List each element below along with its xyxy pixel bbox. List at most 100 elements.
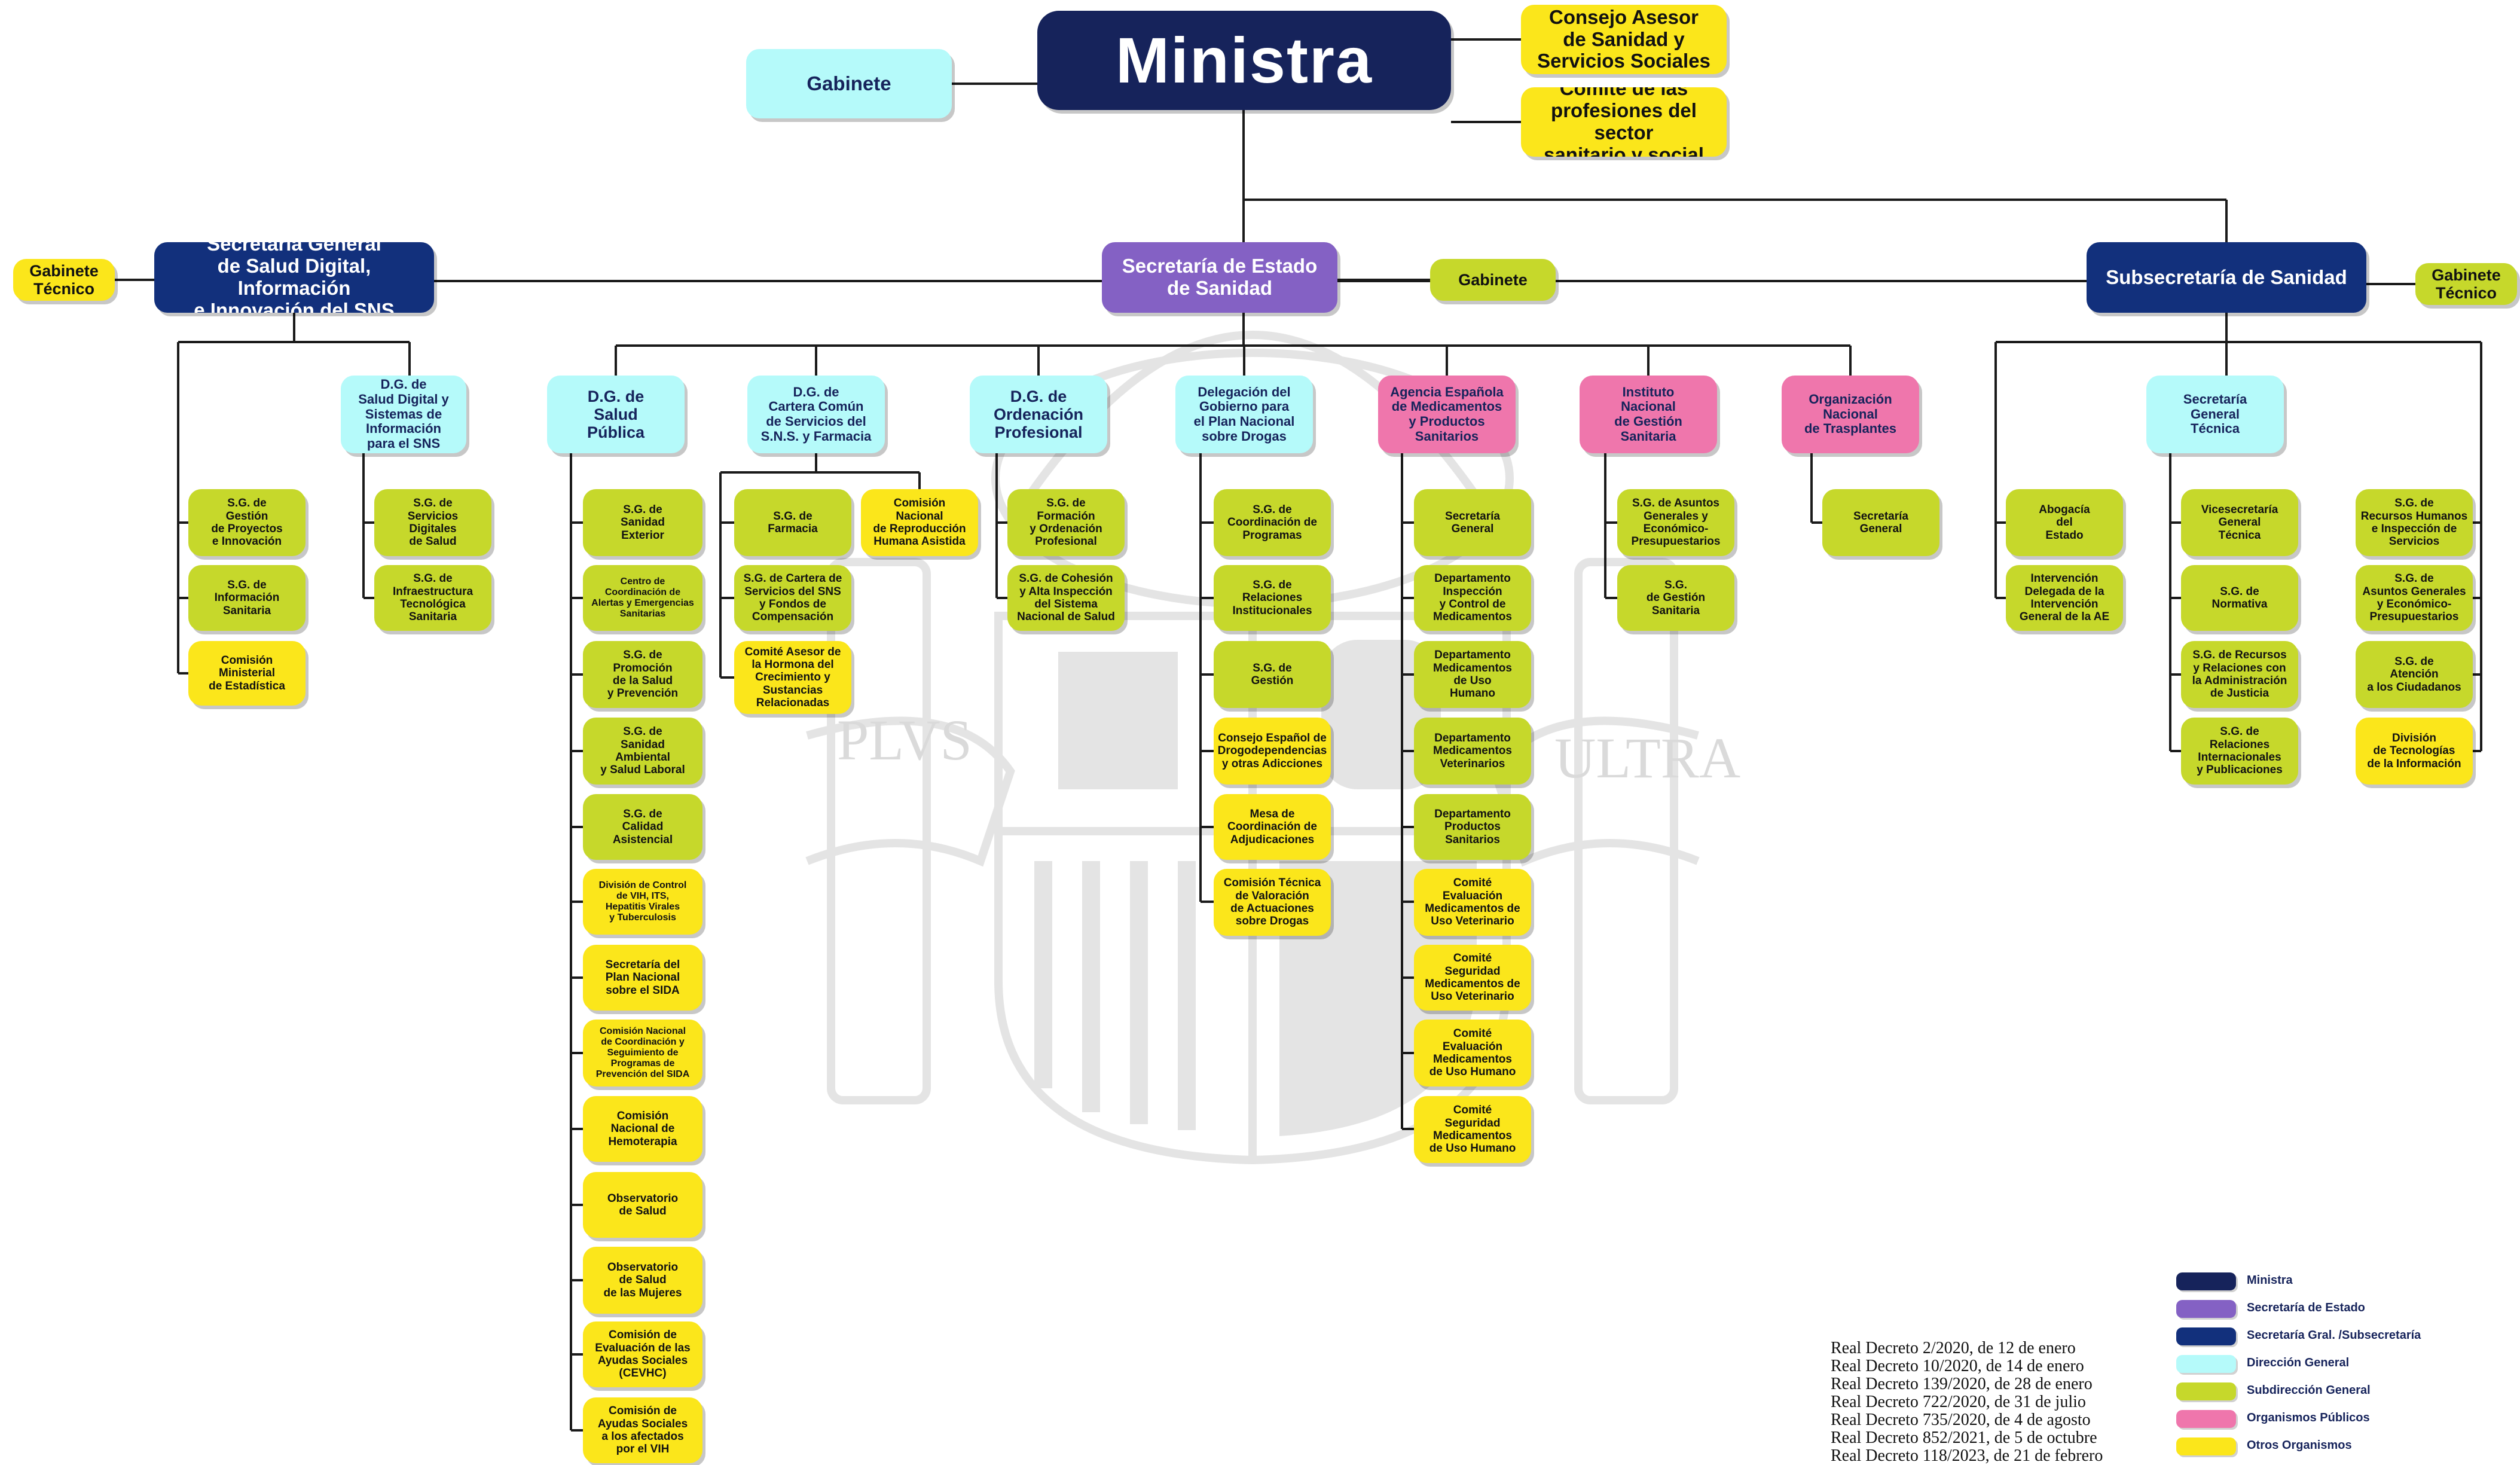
legend-swatch (2176, 1410, 2236, 1428)
legend-label: Organismos Públicos (2247, 1411, 2370, 1424)
legend-label: Otros Organismos (2247, 1439, 2352, 1452)
org-node-sp-obs-mujeres: Observatorio de Salud de las Mujeres (583, 1247, 702, 1314)
legend-label: Dirección General (2247, 1356, 2350, 1369)
org-node-sg-digital: Secretaría General de Salud Digital, Inf… (154, 242, 434, 313)
org-node-sub-vicesec: Vicesecretaría General Técnica (2181, 489, 2298, 556)
org-node-gab-tec-sub: Gabinete Técnico (2415, 263, 2517, 305)
org-node-dg-salud-pub: D.G. de Salud Pública (547, 376, 685, 453)
org-node-sp-ambiental: S.G. de Sanidad Ambiental y Salud Labora… (583, 718, 702, 785)
org-node-deleg-drogas: Delegación del Gobierno para el Plan Nac… (1175, 376, 1313, 453)
legend-item: Organismos Públicos (2176, 1405, 2463, 1433)
pillar-left (827, 558, 931, 1104)
decree-line: Real Decreto 139/2020, de 28 de enero (1831, 1375, 2093, 1393)
org-node-dr-relaciones: S.G. de Relaciones Institucionales (1214, 565, 1331, 631)
org-node-sp-hemoterapia: Comisión Nacional de Hemoterapia (583, 1096, 702, 1162)
org-node-aemps: Agencia Española de Medicamentos y Produ… (1378, 376, 1516, 453)
org-node-sp-ayudas-vih: Comisión de Ayudas Sociales a los afecta… (583, 1397, 702, 1463)
org-node-dr-mesa: Mesa de Coordinación de Adjudicaciones (1214, 794, 1331, 860)
bars-stripe (1082, 861, 1100, 1112)
legend-label: Secretaría Gral. /Subsecretaría (2247, 1329, 2421, 1342)
org-node-gabinete-min: Gabinete (746, 49, 952, 118)
legend-item: Subdirección General (2176, 1378, 2463, 1405)
org-node-sub-sgt: Secretaría General Técnica (2146, 376, 2284, 453)
org-node-sg-info-sanit: S.G. de Información Sanitaria (188, 565, 306, 631)
org-node-ae-ce-hum: Comité Evaluación Medicamentos de Uso Hu… (1414, 1020, 1531, 1086)
org-node-ministra: Ministra (1037, 11, 1451, 110)
org-node-ca-farmacia: S.G. de Farmacia (734, 489, 851, 556)
org-node-sp-com-sida: Comisión Nacional de Coordinación y Segu… (583, 1020, 702, 1086)
bars-stripe (1130, 861, 1148, 1124)
org-node-dg-digital: D.G. de Salud Digital y Sistemas de Info… (341, 376, 466, 453)
org-node-sp-calidad: S.G. de Calidad Asistencial (583, 794, 702, 860)
org-node-sp-vih: División de Control de VIH, ITS, Hepatit… (583, 869, 702, 935)
org-node-sp-cevhc: Comisión de Evaluación de las Ayudas Soc… (583, 1321, 702, 1387)
org-node-ingesa: Instituto Nacional de Gestión Sanitaria (1580, 376, 1717, 453)
legend-item: Secretaría de Estado (2176, 1295, 2463, 1323)
legend: Ministra Secretaría de Estado Secretaría… (2176, 1268, 2463, 1460)
org-node-gabinete-se: Gabinete (1430, 259, 1556, 301)
org-node-sub-asuntos: S.G. de Asuntos Generales y Económico- P… (2356, 565, 2473, 631)
org-node-comite-profesiones: Comité de las profesiones del sector san… (1521, 87, 1727, 157)
org-node-sub-rrhh: S.G. de Recursos Humanos e Inspección de… (2356, 489, 2473, 556)
ribbon-left (805, 716, 1015, 867)
org-node-com-min-estad: Comisión Ministerial de Estadística (188, 641, 306, 706)
legend-label: Subdirección General (2247, 1384, 2371, 1397)
decree-list: Real Decreto 2/2020, de 12 de enero Real… (1831, 1339, 2154, 1465)
decree-line: Real Decreto 722/2020, de 31 de julio (1831, 1393, 2086, 1411)
org-node-sp-promocion: S.G. de Promoción de la Salud y Prevenci… (583, 641, 702, 708)
legend-swatch (2176, 1327, 2236, 1345)
legend-item: Otros Organismos (2176, 1433, 2463, 1460)
org-node-sub-recursos: S.G. de Recursos y Relaciones con la Adm… (2181, 641, 2298, 708)
org-node-gab-tec-sg: Gabinete Técnico (13, 259, 115, 301)
org-node-ae-cs-vet: Comité Seguridad Medicamentos de Uso Vet… (1414, 945, 1531, 1011)
org-node-subsecretaria: Subsecretaría de Sanidad (2087, 242, 2366, 313)
decree-line: Real Decreto 118/2023, de 21 de febrero (1831, 1446, 2103, 1465)
org-node-sub-atencion: S.G. de Atención a los Ciudadanos (2356, 641, 2473, 708)
legend-label: Secretaría de Estado (2247, 1301, 2365, 1314)
org-node-sp-sida: Secretaría del Plan Nacional sobre el SI… (583, 945, 702, 1011)
org-node-sg-gestion-proy: S.G. de Gestión de Proyectos e Innovació… (188, 489, 306, 556)
org-node-ca-cartera: S.G. de Cartera de Servicios del SNS y F… (734, 565, 851, 631)
org-node-ont-secretaria: Secretaría General (1822, 489, 1939, 556)
org-node-sub-div-tec: División de Tecnologías de la Informació… (2356, 718, 2473, 785)
decree-line: Real Decreto 735/2020, de 4 de agosto (1831, 1411, 2091, 1429)
org-node-sub-normativa: S.G. de Normativa (2181, 565, 2298, 631)
legend-swatch (2176, 1437, 2236, 1455)
org-node-dr-coord: S.G. de Coordinación de Programas (1214, 489, 1331, 556)
org-node-ae-uso-humano: Departamento Medicamentos de Uso Humano (1414, 641, 1531, 708)
org-node-ae-secretaria: Secretaría General (1414, 489, 1531, 556)
org-node-ont: Organización Nacional de Trasplantes (1782, 376, 1919, 453)
org-node-dr-consejo: Consejo Español de Drogodependencias y o… (1214, 718, 1331, 785)
legend-swatch (2176, 1382, 2236, 1400)
org-node-consejo-asesor: Consejo Asesor de Sanidad y Servicios So… (1521, 5, 1727, 74)
org-node-dg-cartera: D.G. de Cartera Común de Servicios del S… (747, 376, 885, 453)
legend-swatch (2176, 1272, 2236, 1290)
decree-line: Real Decreto 10/2020, de 14 de enero (1831, 1357, 2084, 1375)
org-node-sub-abogacia: Abogacía del Estado (2006, 489, 2123, 556)
decree-line: Real Decreto 852/2021, de 5 de octubre (1831, 1429, 2097, 1447)
pillar-right (1574, 558, 1678, 1104)
org-node-ca-reproduccion: Comisión Nacional de Reproducción Humana… (861, 489, 978, 556)
org-node-or-cohesion: S.G. de Cohesión y Alta Inspección del S… (1007, 565, 1125, 631)
org-node-sg-infra-tec: S.G. de Infraestructura Tecnológica Sani… (374, 565, 491, 631)
org-node-ae-veterinarios: Departamento Medicamentos Veterinarios (1414, 718, 1531, 785)
legend-label: Ministra (2247, 1274, 2293, 1287)
org-node-dr-gestion: S.G. de Gestión (1214, 641, 1331, 708)
legend-item: Dirección General (2176, 1350, 2463, 1378)
motto-left: PLVS (837, 708, 972, 772)
motto-right: ULTRA (1554, 726, 1740, 790)
org-node-sp-sanidad-ext: S.G. de Sanidad Exterior (583, 489, 702, 556)
org-node-or-formacion: S.G. de Formación y Ordenación Profesion… (1007, 489, 1125, 556)
org-node-dg-ordenacion: D.G. de Ordenación Profesional (970, 376, 1107, 453)
org-node-sub-rel-int: S.G. de Relaciones Internacionales y Pub… (2181, 718, 2298, 785)
org-node-sg-serv-dig: S.G. de Servicios Digitales de Salud (374, 489, 491, 556)
castle-tower (1058, 652, 1178, 789)
decree-line: Real Decreto 2/2020, de 12 de enero (1831, 1339, 2076, 1357)
bars-stripe (1178, 861, 1196, 1130)
legend-item: Secretaría Gral. /Subsecretaría (2176, 1323, 2463, 1350)
org-node-ca-hormona: Comité Asesor de la Hormona del Crecimie… (734, 641, 851, 714)
org-node-in-gestion: S.G. de Gestión Sanitaria (1617, 565, 1734, 631)
org-node-in-asuntos: S.G. de Asuntos Generales y Económico- P… (1617, 489, 1734, 556)
legend-swatch (2176, 1355, 2236, 1373)
